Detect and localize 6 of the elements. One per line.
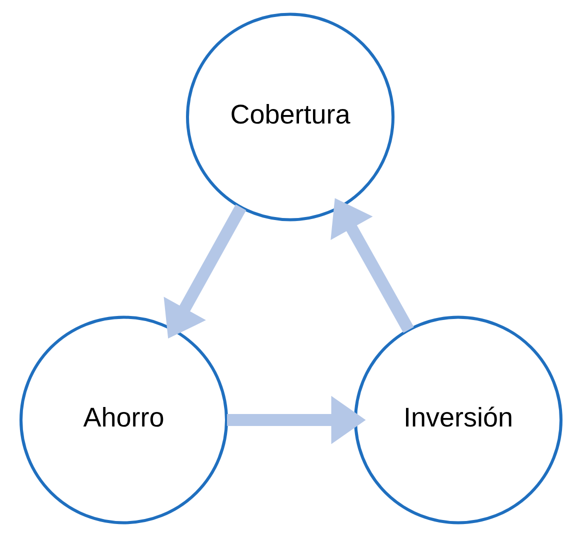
node-circle: Inversión — [354, 316, 562, 524]
arrow — [330, 198, 414, 333]
arrow — [226, 396, 366, 444]
node-circle: Cobertura — [186, 12, 394, 222]
node-circle: Ahorro — [20, 316, 228, 524]
arrow — [164, 204, 246, 339]
